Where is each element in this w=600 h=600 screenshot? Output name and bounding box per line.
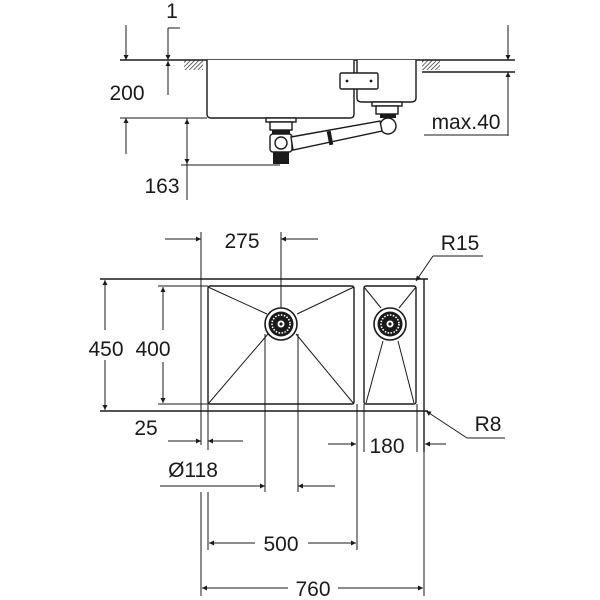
main-bowl-crease bbox=[295, 333, 355, 405]
r8-arrow bbox=[425, 410, 468, 439]
dim-overall-width-label: 760 bbox=[295, 578, 330, 600]
top-view: 275 450 400 R15 R8 25 Ø118 bbox=[88, 230, 505, 600]
dim-corner-radius-inner-label: R8 bbox=[475, 413, 502, 436]
mounting-bracket bbox=[339, 72, 379, 90]
dim-drain-diameter-label: Ø118 bbox=[168, 459, 218, 482]
side-view: 1 200 163 max.40 bbox=[109, 0, 515, 200]
main-bowl-crease bbox=[296, 286, 355, 315]
small-bowl-outline bbox=[363, 285, 417, 405]
dim-waste-depth-label: 163 bbox=[144, 175, 179, 198]
r15-arrow bbox=[415, 255, 434, 282]
dim-worktop-offset-label: 1 bbox=[166, 0, 178, 23]
small-bowl-crease bbox=[397, 340, 415, 404]
bracket-hole bbox=[369, 79, 373, 83]
small-bowl-crease bbox=[398, 286, 417, 309]
dim-corner-radius-outer-label: R15 bbox=[441, 232, 480, 255]
dim-worktop-thickness-label: max.40 bbox=[432, 111, 501, 134]
dim-outer-depth-label: 450 bbox=[88, 338, 123, 361]
bracket-hole bbox=[345, 79, 349, 83]
dim-bowl-depth-side-label: 200 bbox=[109, 82, 144, 105]
main-bowl-side bbox=[206, 60, 355, 119]
worktop-hatch-left bbox=[184, 60, 203, 70]
main-drain-icon bbox=[264, 307, 298, 341]
dim-bowl-depth-top-label: 400 bbox=[135, 338, 170, 361]
small-drain-icon bbox=[373, 307, 407, 341]
small-bowl-crease bbox=[363, 286, 382, 309]
connecting-hose bbox=[290, 120, 383, 151]
worktop-hatch-right bbox=[422, 60, 440, 70]
dim-small-bowl-width-label: 180 bbox=[369, 435, 404, 458]
main-bowl-crease bbox=[207, 333, 269, 405]
dim-drain-offset-label: 275 bbox=[224, 230, 259, 253]
main-bowl-crease bbox=[207, 286, 268, 315]
small-bowl-crease bbox=[365, 340, 384, 404]
dim-edge-offset-label: 25 bbox=[134, 417, 157, 440]
dim-main-bowl-width-label: 500 bbox=[263, 533, 298, 556]
